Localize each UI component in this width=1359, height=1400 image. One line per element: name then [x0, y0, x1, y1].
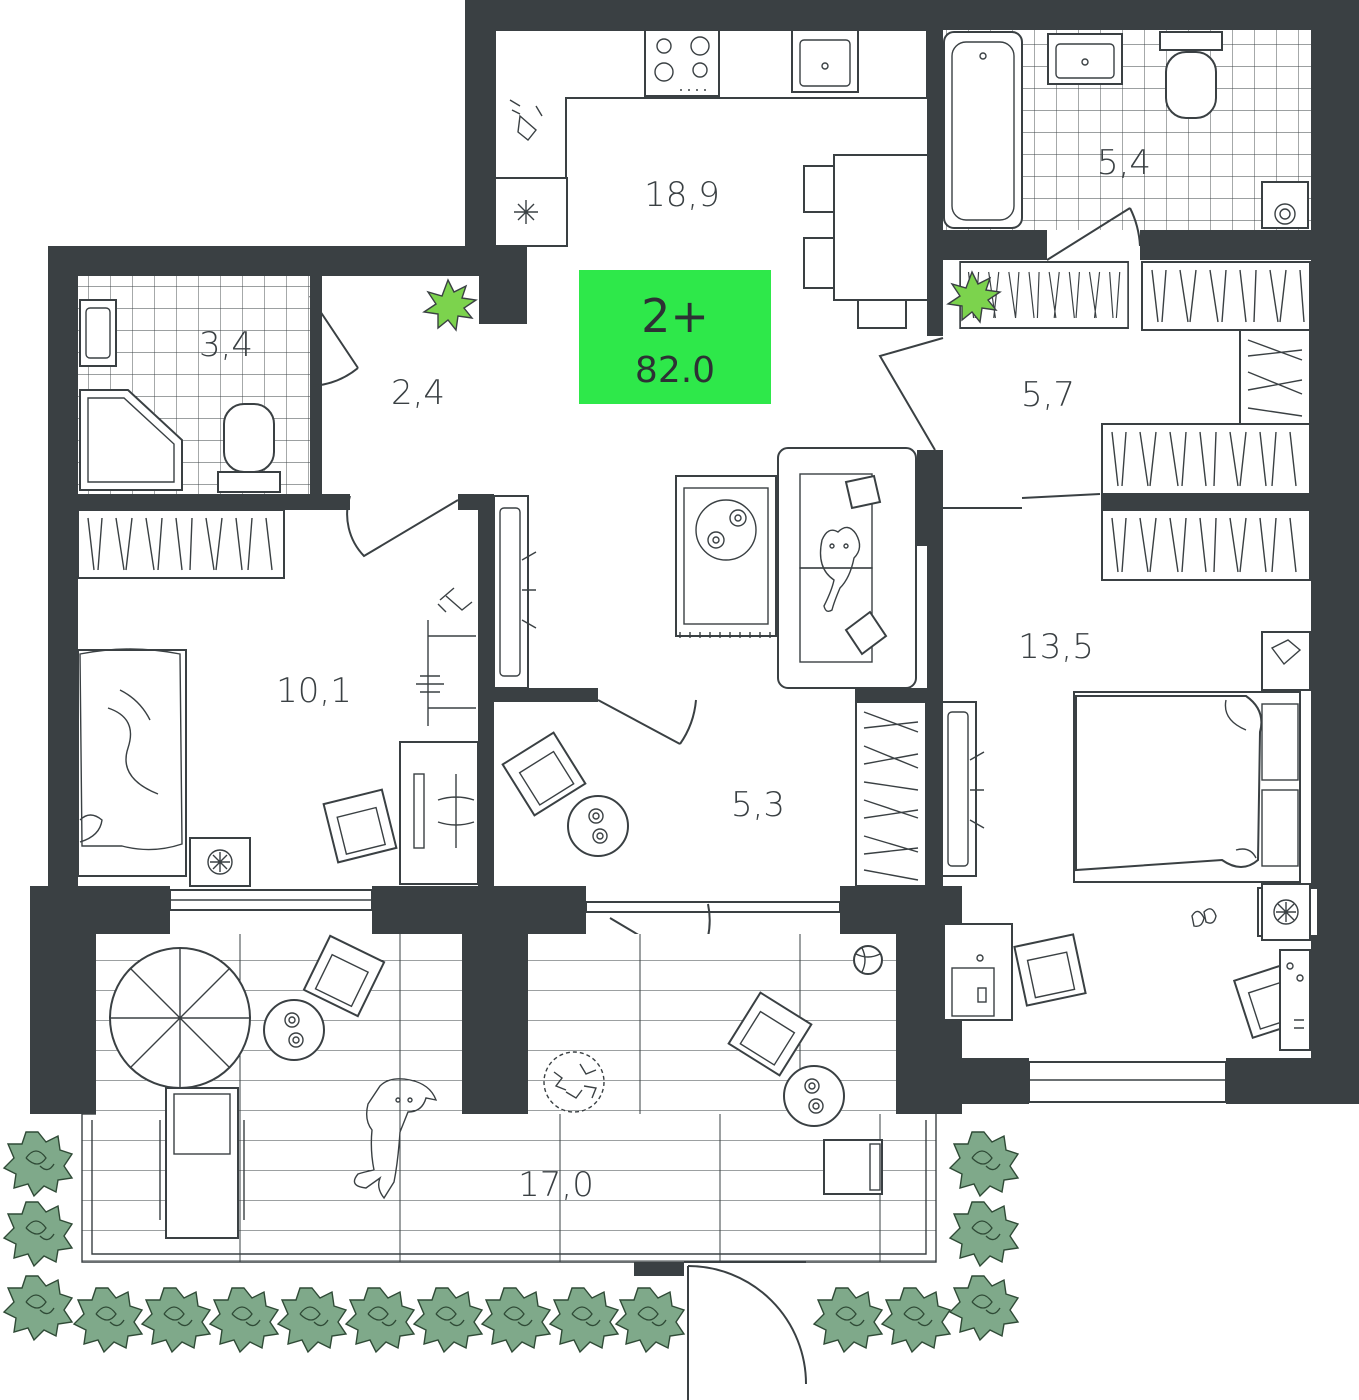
- room-area-bedroom-left: 10,1: [276, 671, 352, 711]
- bedroom-right: [941, 509, 1319, 1051]
- area-badge: 2+ 82.0: [579, 270, 771, 404]
- room-area-terrace: 17,0: [518, 1165, 594, 1205]
- room-area-kitchen: 18,9: [644, 175, 720, 215]
- room-labels: 18,9 5,4 3,4 2,4 5,7 10,1 13,5 5,3 17,0: [199, 143, 1151, 1205]
- total-area: 82.0: [635, 350, 715, 391]
- living-furniture: [493, 447, 917, 689]
- rooms-count: 2+: [641, 289, 709, 343]
- room-area-bathroom-main: 5,4: [1097, 143, 1151, 183]
- kitchen-living: [494, 29, 929, 329]
- hall-right: [878, 261, 1311, 509]
- room-area-hall-right: 5,7: [1021, 375, 1075, 415]
- walls: [30, 0, 1359, 1276]
- bedroom-left: [77, 509, 479, 887]
- terrace-door: [684, 1261, 807, 1400]
- hallway: [346, 495, 459, 558]
- room-area-hallway: 2,4: [391, 373, 445, 413]
- bathroom-small: [78, 276, 359, 494]
- room-area-bathroom-small: 3,4: [199, 325, 253, 365]
- room-area-bedroom-right: 13,5: [1018, 627, 1094, 667]
- room-area-vestibule: 5,3: [731, 785, 785, 825]
- terrace: [81, 934, 937, 1263]
- bathroom-main: [943, 30, 1311, 261]
- windows: [169, 889, 1227, 1103]
- plant-icon: [422, 270, 1002, 332]
